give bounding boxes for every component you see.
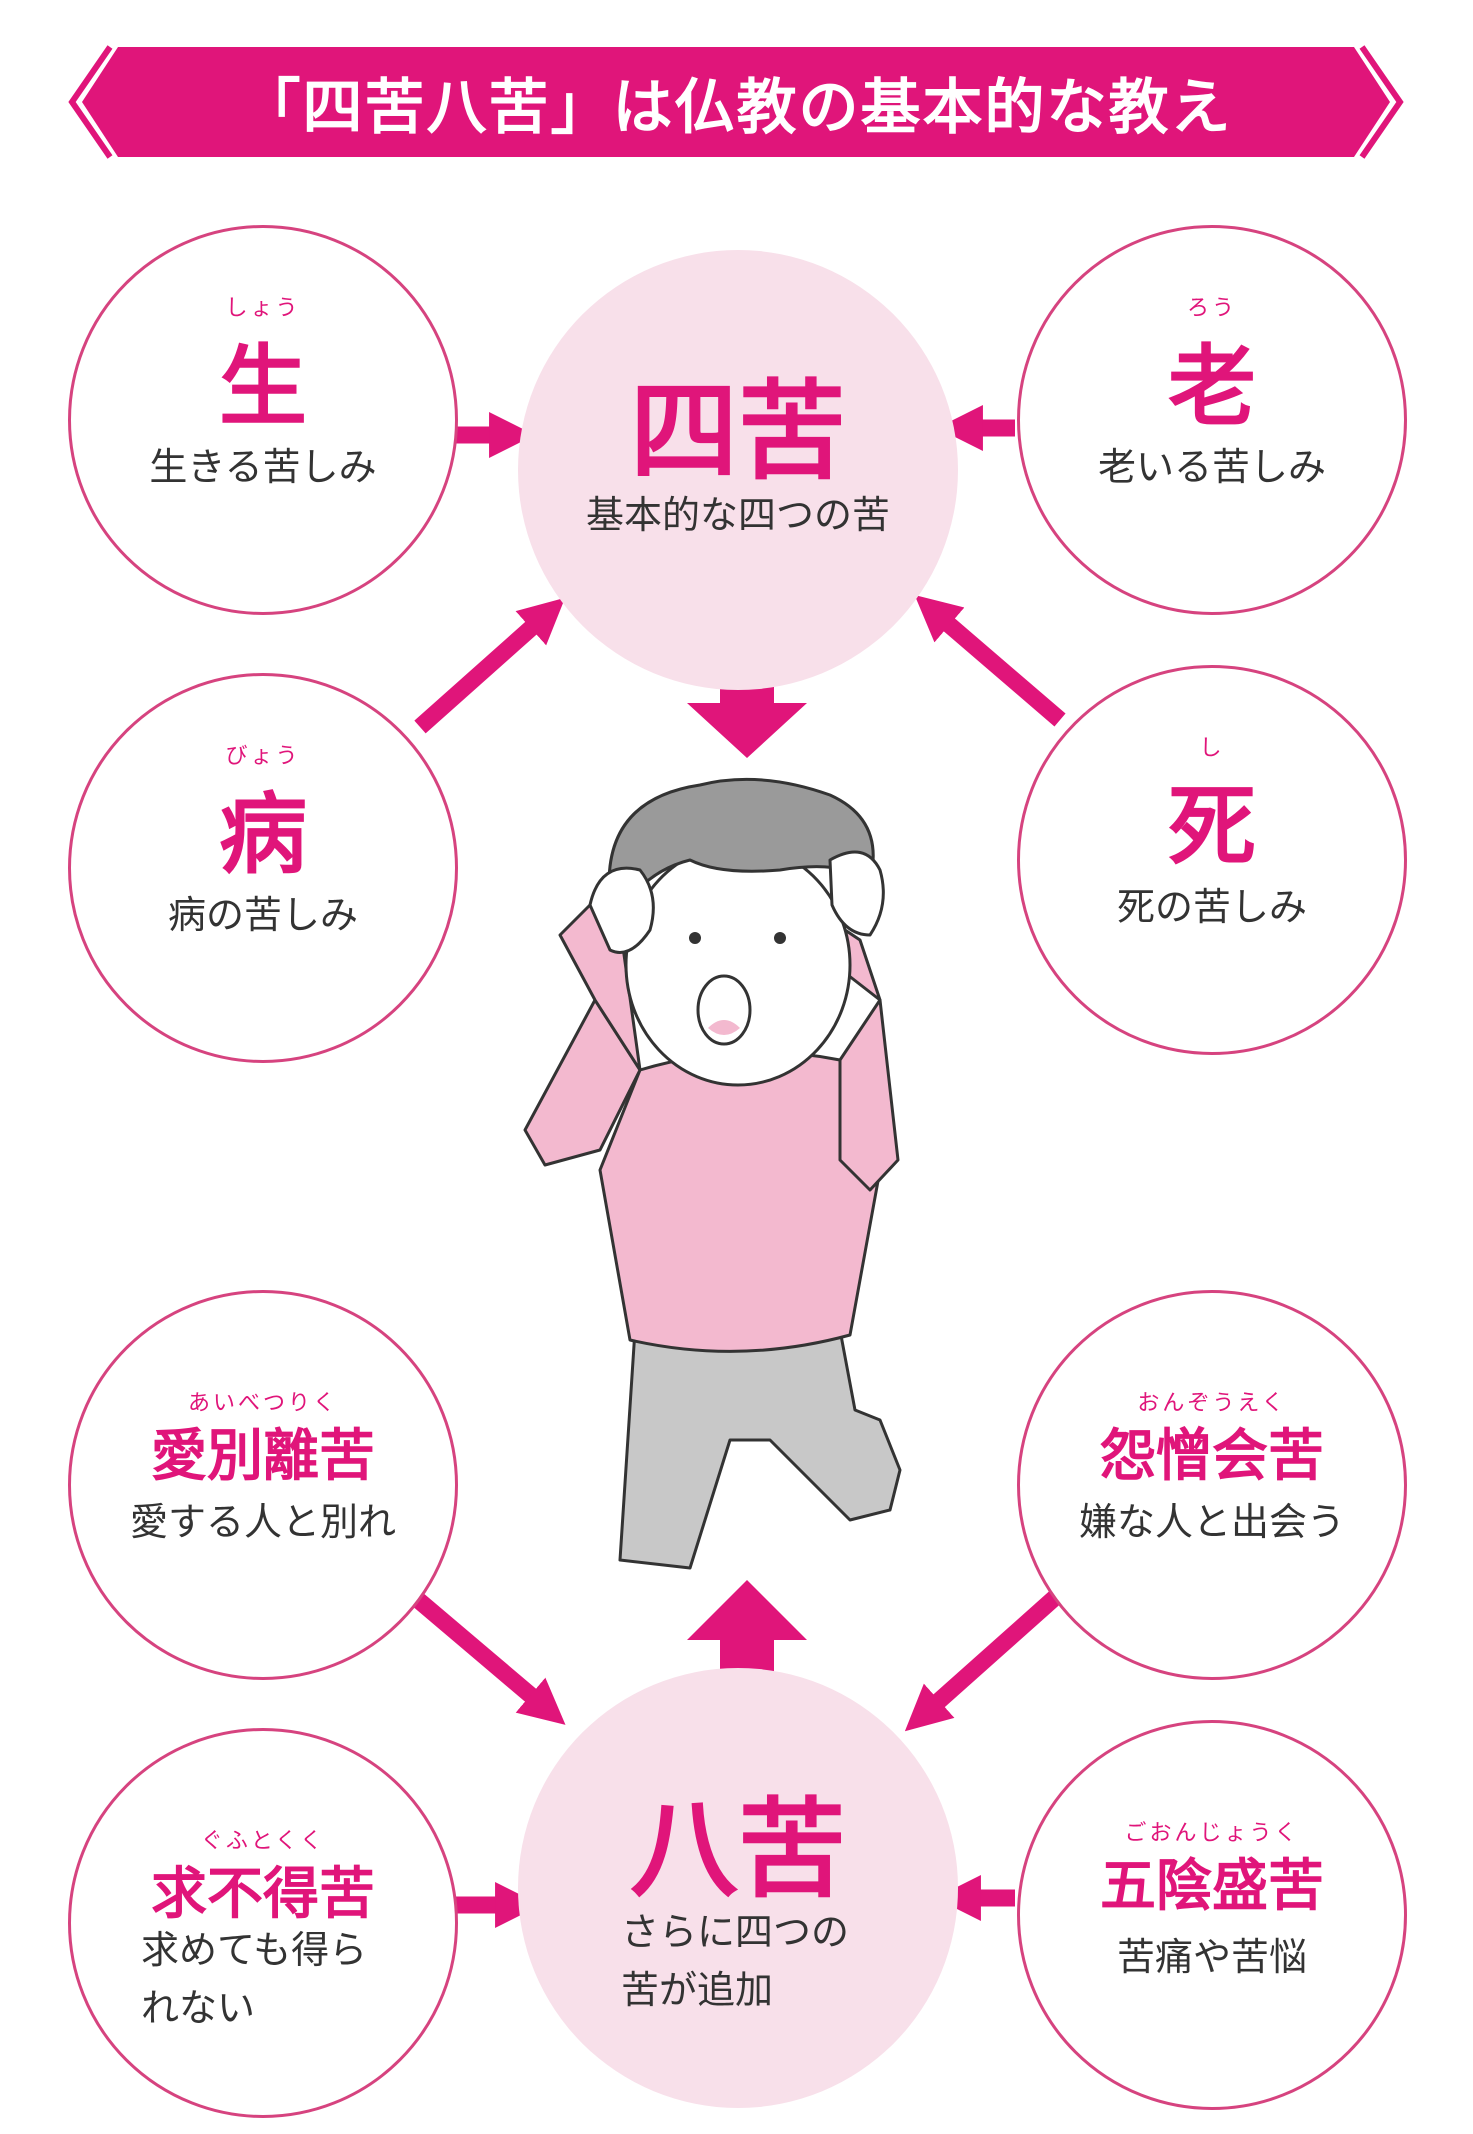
- banner-left-chevron-icon: [68, 45, 113, 159]
- title-banner: [68, 45, 1404, 159]
- hakku-node: 八苦 さらに四つの 苦が追加: [518, 1668, 958, 2108]
- tongue: [708, 1020, 740, 1035]
- arrow-aibetsuriku-to-hakku: [404, 1586, 566, 1725]
- onzoeku-ruby: おんぞうえく: [1137, 1391, 1287, 1416]
- gufutokuku-desc-line1: 求めても得ら: [141, 1928, 368, 1972]
- shiku-node: 四苦 基本的な四つの苦: [518, 250, 958, 690]
- aibetsuriku-ruby: あいべつりく: [187, 1391, 338, 1416]
- left-hand: [588, 866, 655, 954]
- right-hand: [828, 850, 885, 937]
- left-eye: [689, 932, 701, 944]
- aibetsuriku-desc: 愛する人と別れ: [129, 1500, 396, 1544]
- byo-node: びょう 病 病の苦しみ: [68, 673, 458, 1063]
- hakku-title: 八苦: [629, 1788, 846, 1913]
- shiku-title: 四苦: [629, 370, 846, 495]
- gufutokuku-desc-line2: れない: [141, 1986, 256, 2030]
- sho-desc: 生きる苦しみ: [149, 445, 377, 489]
- arrow-down-icon: [687, 650, 807, 758]
- shiku-desc: 基本的な四つの苦: [585, 493, 890, 537]
- shi-title: 死: [1167, 775, 1256, 878]
- pants: [618, 1328, 902, 1570]
- onzoeku-desc: 嫌な人と出会う: [1078, 1500, 1345, 1544]
- hakku-desc-line1: さらに四つの: [621, 1910, 850, 1954]
- arrow-byo-to-shiku: [414, 597, 566, 734]
- arrow-up-icon: [687, 1580, 807, 1695]
- byo-desc: 病の苦しみ: [167, 893, 358, 937]
- ro-title: 老: [1167, 335, 1256, 438]
- hakku-desc-line2: 苦が追加: [621, 1968, 774, 2012]
- arrow-shi-to-shiku: [914, 595, 1066, 727]
- goonjoku-ruby: ごおんじょうく: [1124, 1821, 1300, 1846]
- ro-ruby: ろう: [1186, 296, 1237, 321]
- sho-node: しょう 生 生きる苦しみ: [68, 225, 458, 615]
- right-eye: [774, 932, 786, 944]
- onzoeku-node: おんぞうえく 怨憎会苦 嫌な人と出会う: [1017, 1290, 1407, 1680]
- sho-ruby: しょう: [225, 296, 301, 321]
- gufutokuku-ruby: ぐふとくく: [200, 1829, 326, 1854]
- banner-title: 「四苦八苦」は仏教の基本的な教え: [240, 72, 1233, 143]
- shirt: [598, 1050, 882, 1353]
- onzoeku-title: 怨憎会苦: [1100, 1424, 1324, 1489]
- ro-desc: 老いる苦しみ: [1097, 445, 1326, 489]
- aibetsuriku-title: 愛別離苦: [151, 1424, 375, 1489]
- right-arm: [838, 998, 900, 1192]
- byo-title: 病: [218, 783, 307, 886]
- shi-desc: 死の苦しみ: [1116, 885, 1307, 929]
- banner-right-chevron-icon: [1359, 45, 1404, 159]
- goonjoku-title: 五陰盛苦: [1100, 1854, 1324, 1919]
- face: [624, 843, 852, 1087]
- goonjoku-node: ごおんじょうく 五陰盛苦 苦痛や苦悩: [1017, 1720, 1407, 2110]
- byo-ruby: びょう: [225, 744, 301, 769]
- gufutokuku-title: 求不得苦: [151, 1862, 375, 1927]
- goonjoku-desc: 苦痛や苦悩: [1116, 1935, 1307, 1979]
- gufutokuku-node: ぐふとくく 求不得苦 求めても得ら れない: [68, 1728, 458, 2118]
- arrow-onzoeku-to-hakku: [904, 1586, 1066, 1732]
- aibetsuriku-node: あいべつりく 愛別離苦 愛する人と別れ: [68, 1290, 458, 1680]
- shi-node: し 死 死の苦しみ: [1017, 665, 1407, 1055]
- shi-ruby: し: [1199, 736, 1225, 761]
- sho-title: 生: [218, 335, 307, 438]
- ro-node: ろう 老 老いる苦しみ: [1017, 225, 1407, 615]
- banner-ribbon: [82, 47, 1390, 157]
